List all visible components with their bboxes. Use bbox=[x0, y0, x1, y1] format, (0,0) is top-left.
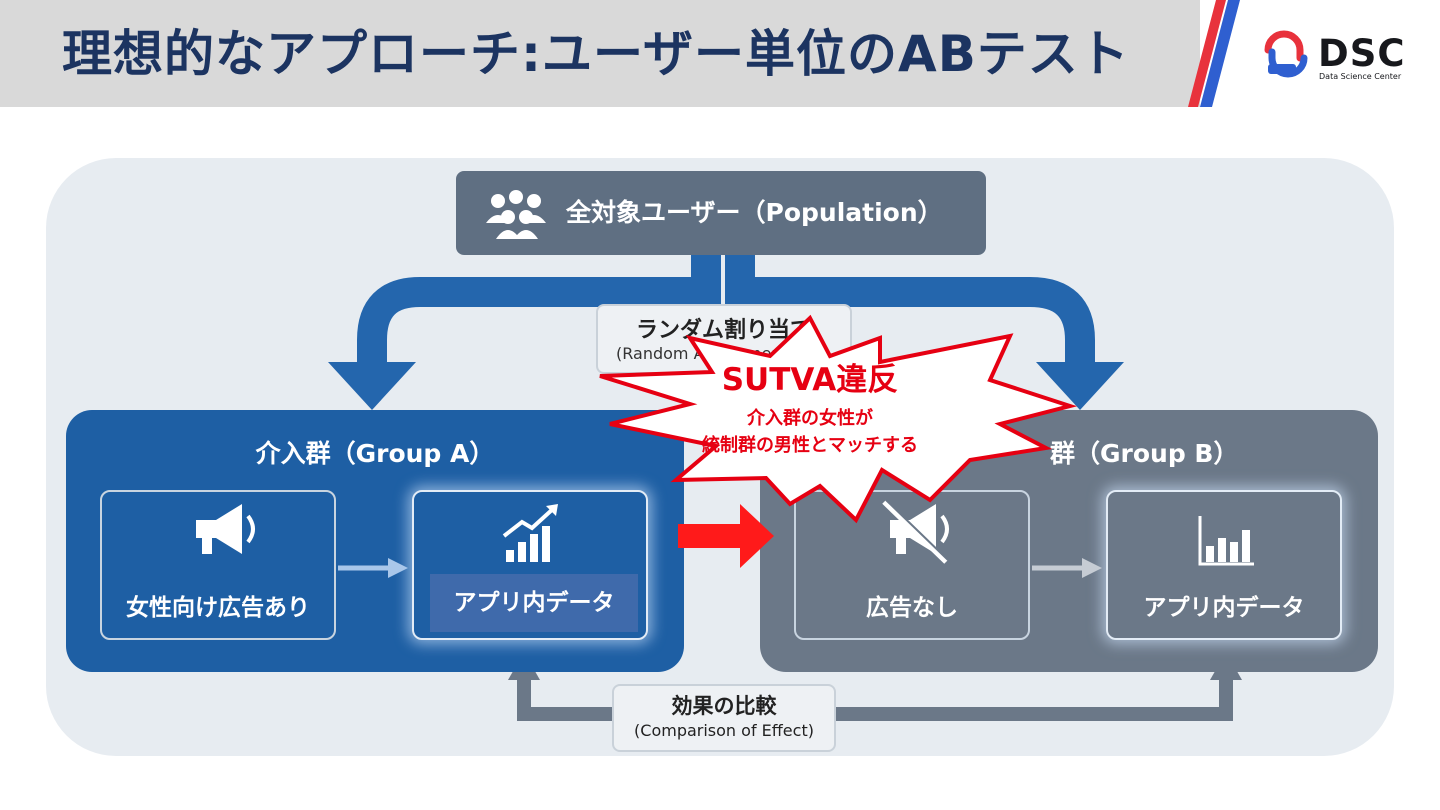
population-box: 全対象ユーザー（Population） bbox=[456, 171, 986, 255]
group-b-data-box: アプリ内データ bbox=[1106, 490, 1342, 640]
population-label: 全対象ユーザー（Population） bbox=[566, 198, 943, 227]
blue-stripe bbox=[1200, 0, 1240, 107]
megaphone-icon bbox=[196, 504, 255, 554]
slide-header: 理想的なアプローチ:ユーザー単位のABテスト DSC Data Science … bbox=[0, 0, 1440, 107]
group-b-ad-box: 広告なし bbox=[794, 490, 1030, 640]
arrow-head-a bbox=[328, 362, 416, 410]
group-a-title: 介入群（Group A） bbox=[255, 439, 495, 468]
callout-line-2: 統制群の男性とマッチする bbox=[702, 435, 918, 456]
group-a-data-label: アプリ内データ bbox=[453, 590, 615, 616]
group-b-title: 群（Group B） bbox=[1050, 439, 1239, 468]
random-assignment-title: ランダム割り当て bbox=[635, 318, 812, 343]
callout-line-1: 介入群の女性が bbox=[747, 408, 873, 429]
group-a-panel: 介入群（Group A） 女性向け広告あり アプリ内データ bbox=[66, 410, 684, 672]
logo-text: DSC bbox=[1318, 32, 1406, 75]
logo-subtext: Data Science Center bbox=[1319, 72, 1402, 81]
growth-chart-icon bbox=[502, 504, 558, 562]
users-group-icon bbox=[486, 190, 546, 239]
header-logo-area bbox=[1200, 0, 1440, 107]
arrow-head-b bbox=[1036, 362, 1124, 410]
comparison-line bbox=[517, 672, 1233, 721]
bar-chart-icon bbox=[1198, 516, 1254, 566]
dsc-logo: DSC Data Science Center bbox=[1258, 28, 1408, 84]
group-b-ad-label: 広告なし bbox=[866, 595, 958, 621]
red-stripe bbox=[1188, 0, 1226, 107]
arrow-ad-to-data-b-head bbox=[1082, 558, 1102, 578]
page-title: 理想的なアプローチ:ユーザー単位のABテスト bbox=[62, 25, 1130, 83]
group-a-ad-box: 女性向け広告あり bbox=[100, 490, 336, 640]
callout-title: SUTVA違反 bbox=[721, 362, 899, 398]
sutva-burst bbox=[599, 314, 1078, 524]
dsc-logo-icon bbox=[1264, 30, 1308, 78]
group-b-data-label: アプリ内データ bbox=[1143, 595, 1305, 621]
comparison-pill: 効果の比較 (Comparison of Effect) bbox=[612, 684, 836, 752]
red-violation-arrow bbox=[678, 504, 774, 568]
arrow-to-group-a bbox=[357, 255, 721, 365]
arrow-to-group-b bbox=[725, 255, 1095, 365]
comparison-subtitle: (Comparison of Effect) bbox=[634, 721, 814, 740]
arrow-ad-to-data-a-head bbox=[388, 558, 408, 578]
megaphone-off-icon bbox=[882, 499, 949, 564]
group-a-ad-label: 女性向け広告あり bbox=[126, 595, 310, 621]
group-a-data-highlight: アプリ内データ bbox=[430, 574, 638, 632]
group-a-data-box: アプリ内データ bbox=[412, 490, 648, 640]
header-divider-stripes bbox=[1188, 0, 1240, 107]
comparison-title: 効果の比較 bbox=[671, 694, 777, 718]
